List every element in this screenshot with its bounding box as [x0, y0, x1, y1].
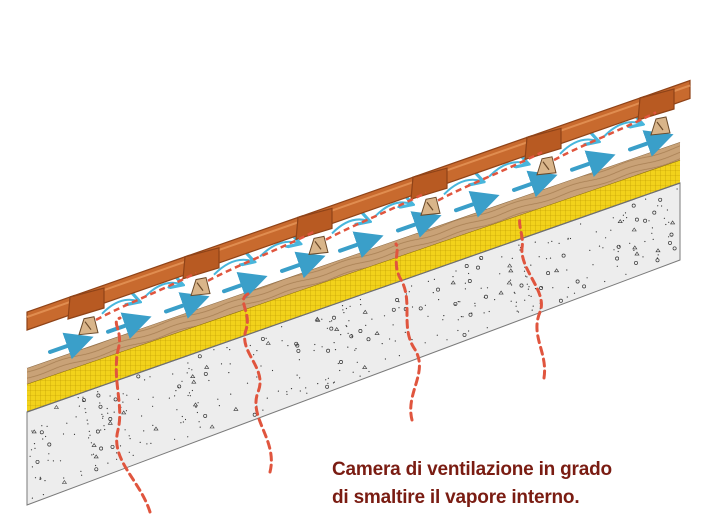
tile-supports	[78, 116, 671, 336]
caption-line-1: Camera di ventilazione in grado	[332, 459, 612, 480]
caption-line-2: di smaltire il vapore interno.	[332, 487, 580, 508]
airflow-lower	[48, 130, 674, 360]
roof-tiles	[26, 79, 691, 331]
diagram-caption: Camera di ventilazione in grado di smalt…	[332, 456, 700, 512]
concrete-aggregate	[29, 188, 678, 499]
vapor-paths	[95, 111, 657, 514]
